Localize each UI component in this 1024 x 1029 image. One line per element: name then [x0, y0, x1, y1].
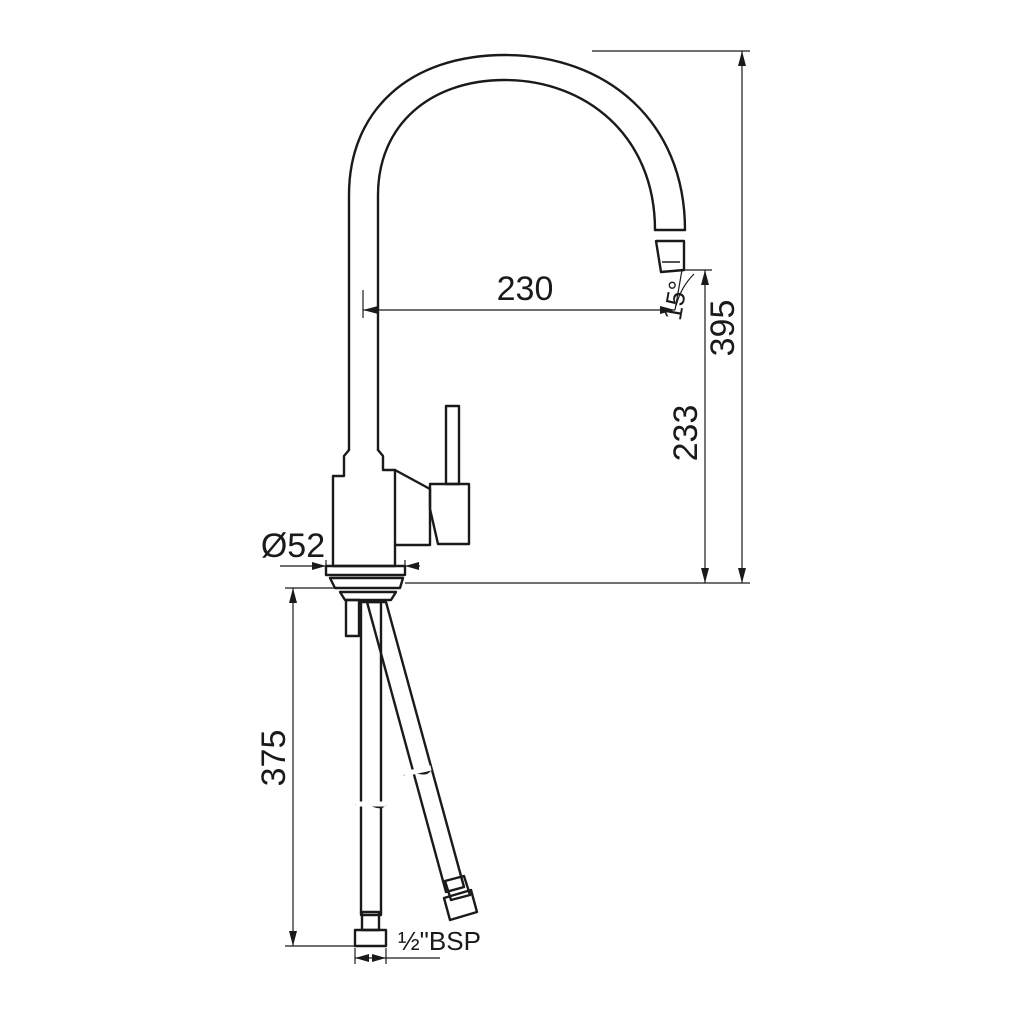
hose-nut-right — [442, 874, 479, 922]
dim-label-spout-reach: 230 — [497, 270, 554, 308]
dim-label-outlet-height: 233 — [667, 405, 705, 462]
lever-handle — [428, 404, 471, 546]
dimension-outlet-angle: 15° — [657, 273, 695, 322]
dim-label-total-height: 395 — [704, 300, 742, 357]
dimension-outlet-height: 233 — [667, 269, 712, 583]
faucet-body — [331, 448, 432, 568]
dimension-total-height: 395 — [592, 50, 750, 583]
dimension-spout-reach: 230 — [362, 269, 683, 318]
dimension-hose-thread: ½"BSP — [354, 926, 481, 964]
supply-hose-right — [365, 600, 479, 922]
dim-label-base-diameter: Ø52 — [261, 527, 325, 565]
hose-nut-left — [353, 910, 388, 948]
dimension-hose-length: 375 — [255, 587, 355, 947]
spray-head — [654, 239, 686, 274]
dim-label-hose-length: 375 — [255, 730, 293, 787]
dimension-base-diameter: Ø52 — [261, 527, 420, 575]
dim-label-hose-thread: ½"BSP — [398, 926, 481, 956]
spout — [347, 53, 687, 452]
dim-label-outlet-angle: 15° — [657, 278, 693, 322]
